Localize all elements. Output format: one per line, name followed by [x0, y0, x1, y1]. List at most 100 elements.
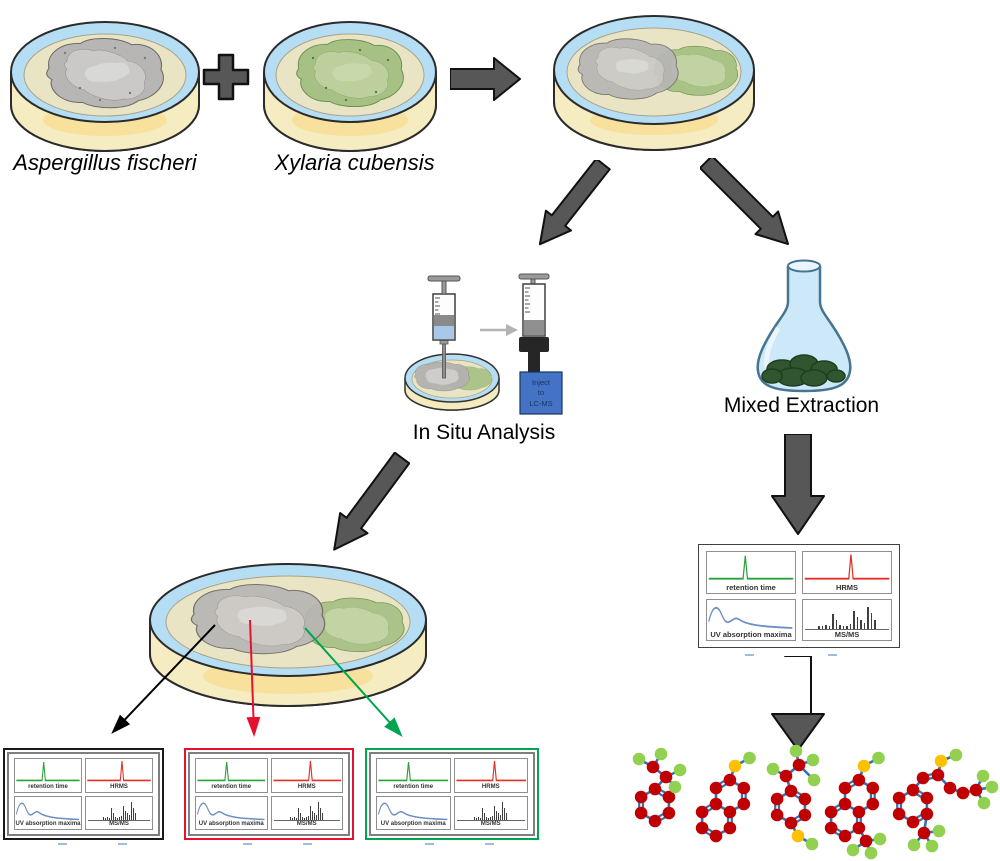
result-panel-extract: retention time HRMS UV absorption maxima… — [698, 544, 900, 648]
arrow-down-right-icon — [700, 158, 790, 246]
msms-label: MS/MS — [480, 821, 501, 827]
arrow-right-icon — [450, 57, 521, 101]
plus-icon — [202, 53, 250, 101]
pointer-arrow-green — [304, 627, 403, 737]
retention-time-plot — [197, 761, 266, 782]
syringe-plunger-handle — [427, 275, 461, 282]
figure-mark — [485, 843, 494, 845]
result-panel-grid: retention time HRMS UV absorption maxima… — [699, 545, 899, 647]
syringe-plunger-handle — [518, 273, 550, 280]
figure-mark — [745, 654, 754, 656]
isolated-compound-structures — [632, 744, 999, 860]
retention-time-label: retention time — [211, 783, 252, 790]
syringe-liquid — [434, 326, 454, 339]
hrms-panel: HRMS — [270, 758, 343, 793]
inject-box-line1: Inject — [532, 378, 551, 387]
hrms-plot — [804, 554, 890, 580]
arrow-down-to-panel-icon — [771, 434, 825, 535]
result-panel-grid: retention time HRMS UV absorption maxima… — [7, 752, 160, 836]
msms-label: MS/MS — [109, 821, 129, 827]
retention-time-plot — [378, 761, 449, 782]
uv-plot — [708, 606, 793, 629]
hrms-label: HRMS — [835, 582, 859, 592]
erlenmeyer-flask — [756, 259, 852, 393]
hrms-plot — [87, 760, 151, 782]
syringe-sampling — [427, 275, 461, 379]
msms-label: MS/MS — [296, 821, 317, 827]
zone-pointer-arrows — [111, 619, 403, 737]
uv-label: UV absorption maxima — [380, 821, 446, 827]
uv-plot — [196, 802, 265, 820]
coculture-dish — [553, 15, 755, 151]
gray-colony — [46, 37, 164, 109]
pointer-arrow-black — [111, 624, 216, 734]
hrms-plot — [455, 760, 526, 782]
figure-mark — [303, 843, 312, 845]
molecule-5 — [892, 748, 999, 853]
result-panel-black: retention time HRMS UV absorption maxima… — [3, 748, 164, 840]
hrms-panel: HRMS — [85, 758, 153, 793]
uv-plot — [377, 802, 448, 820]
retention-time-panel: retention time — [14, 758, 82, 793]
hrms-panel: HRMS — [802, 551, 892, 594]
msms-panel: MS/MS — [453, 795, 528, 830]
msms-label: MS/MS — [834, 630, 860, 639]
msms-plot — [456, 797, 525, 821]
pointer-arrow-red — [246, 619, 261, 737]
in-situ-dish — [404, 353, 500, 411]
syringe-needle — [442, 341, 446, 379]
uv-panel: UV absorption maxima — [376, 795, 451, 830]
msms-plot — [88, 797, 150, 821]
retention-time-label: retention time — [726, 582, 776, 592]
figure-mark — [425, 843, 434, 845]
result-panel-grid: retention time HRMS UV absorption maxima… — [188, 752, 350, 836]
hrms-plot — [272, 760, 341, 782]
arrow-down-left-icon — [538, 160, 611, 246]
msms-panel: MS/MS — [270, 795, 343, 830]
syringe-injection — [518, 273, 550, 372]
uv-panel: UV absorption maxima — [195, 795, 268, 830]
figure-mark — [243, 843, 252, 845]
transfer-arrow-icon — [480, 324, 518, 336]
figure-mark — [118, 843, 127, 845]
result-panel-green: retention time HRMS UV absorption maxima… — [365, 748, 539, 840]
syringe-stopper — [434, 315, 454, 326]
analyzed-coculture-dish — [149, 563, 427, 707]
arrow-down-to-molecules-icon — [771, 656, 825, 751]
result-panel-grid: retention time HRMS UV absorption maxima… — [369, 752, 535, 836]
petri-dish-aspergillus — [10, 21, 200, 152]
uv-panel: UV absorption maxima — [14, 795, 82, 830]
inject-box-line2: to — [538, 388, 544, 397]
uv-label: UV absorption maxima — [15, 821, 81, 827]
gray-colony — [577, 38, 679, 100]
label-xylaria-cubensis: Xylaria cubensis — [274, 150, 435, 175]
msms-panel: MS/MS — [85, 795, 153, 830]
uv-panel: UV absorption maxima — [706, 598, 796, 641]
label-aspergillus-fischeri: Aspergillus fischeri — [13, 150, 197, 175]
retention-time-panel: retention time — [195, 758, 268, 793]
msms-plot — [805, 600, 889, 630]
uv-plot — [15, 802, 80, 820]
molecule-4 — [824, 751, 887, 860]
inject-box-line3: LC-MS — [529, 399, 552, 408]
uv-label: UV absorption maxima — [198, 821, 264, 827]
inject-lcms-box: Inject to LC-MS — [519, 371, 563, 415]
syringe-hub — [519, 337, 549, 352]
in-situ-analysis-group: Inject to LC-MS — [404, 273, 563, 415]
fungal-extract — [761, 354, 846, 387]
retention-time-panel: retention time — [376, 758, 451, 793]
msms-panel: MS/MS — [802, 598, 892, 641]
molecule-2 — [695, 751, 756, 843]
retention-time-label: retention time — [28, 783, 68, 790]
figure-mark — [58, 843, 67, 845]
result-panel-red: retention time HRMS UV absorption maxima… — [184, 748, 354, 840]
label-in-situ-analysis: In Situ Analysis — [412, 421, 556, 444]
figure-mark — [828, 654, 837, 656]
retention-time-plot — [16, 761, 80, 782]
syringe-piston — [524, 320, 544, 335]
retention-time-label: retention time — [393, 783, 434, 790]
msms-plot — [273, 797, 340, 821]
petri-dish-xylaria — [263, 21, 437, 152]
retention-time-plot — [708, 555, 794, 580]
